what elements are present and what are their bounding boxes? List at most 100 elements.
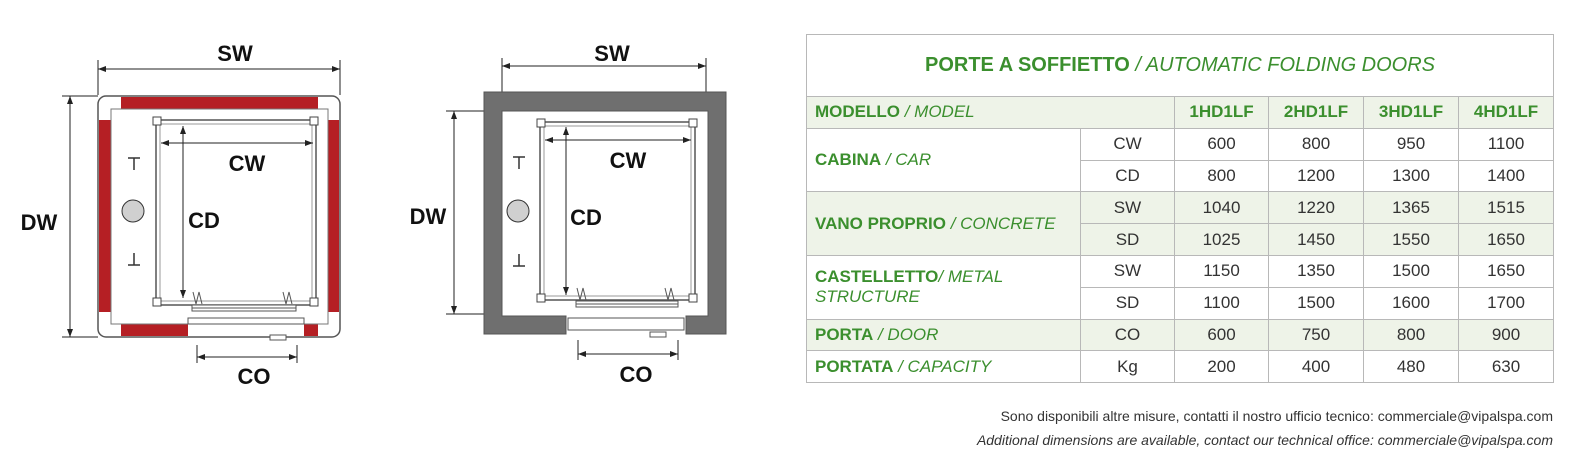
control-panel-icon [506, 199, 530, 223]
row-group-label: PORTATA / CAPACITY [806, 350, 1081, 384]
wall-panel-top [121, 97, 318, 109]
table-cell: 1550 [1363, 223, 1459, 256]
table-cell: 1500 [1268, 286, 1364, 320]
label-sw: SW [594, 41, 630, 66]
header-label-sub: / MODEL [900, 102, 975, 122]
control-panel-icon [121, 199, 145, 223]
table-cell: 1100 [1457, 127, 1555, 161]
table-cell: 1040 [1174, 191, 1269, 225]
spec-table-container: PORTE A SOFFIETTO / AUTOMATIC FOLDING DO… [805, 34, 1555, 384]
dimension-co: CO [577, 340, 679, 387]
row-group-label-sub: / CAPACITY [893, 356, 992, 376]
row-group-label-sub: / DOOR [873, 324, 939, 344]
dimension-dw: DW [410, 110, 500, 315]
table-cell: 630 [1457, 350, 1555, 384]
table-cell: 950 [1363, 127, 1459, 161]
row-unit: SW [1080, 254, 1175, 288]
model-header: 3HD1LF [1363, 96, 1459, 129]
row-unit: CW [1080, 127, 1175, 161]
wall-panel-bottom-left [121, 324, 188, 336]
dimension-cd: CD [180, 126, 220, 298]
row-group-label-main: VANO PROPRIO [815, 213, 946, 233]
table-title-main: PORTE A SOFFIETTO [924, 54, 1130, 76]
row-group-label-sub: / CAR [881, 150, 932, 170]
table-cell: 900 [1457, 318, 1555, 352]
label-dw: DW [410, 204, 447, 229]
label-co: CO [620, 362, 653, 387]
dimension-sw: SW [97, 41, 341, 95]
row-group-label-main: CABINA [815, 150, 882, 170]
table-cell: 800 [1363, 318, 1459, 352]
row-unit: CO [1080, 318, 1175, 352]
table-cell: 1220 [1268, 191, 1364, 225]
table-cell: 200 [1174, 350, 1269, 384]
row-group-label: VANO PROPRIO / CONCRETE [806, 191, 1081, 256]
table-cell: 1600 [1363, 286, 1459, 320]
label-dw: DW [21, 210, 58, 235]
label-co: CO [238, 364, 271, 389]
row-unit: SD [1080, 223, 1175, 256]
row-unit: CD [1080, 159, 1175, 193]
dimension-cd: CD [563, 127, 602, 295]
handrail-icon [128, 157, 140, 266]
label-cw: CW [229, 151, 266, 176]
footnote-italian: Sono disponibili altre misure, contatti … [1000, 408, 1553, 424]
wall-panel-left [99, 120, 111, 312]
table-cell: 1650 [1457, 223, 1555, 256]
header-label: MODELLO / MODEL [806, 96, 1175, 129]
table-cell: 400 [1268, 350, 1364, 384]
label-cd: CD [570, 205, 602, 230]
table-title: PORTE A SOFFIETTO / AUTOMATIC FOLDING DO… [805, 34, 1555, 97]
folding-door [567, 287, 685, 338]
car-outline [539, 121, 696, 301]
handrail-icon [513, 156, 525, 267]
table-cell: 600 [1174, 127, 1269, 161]
model-header: 2HD1LF [1268, 96, 1364, 129]
table-cell: 800 [1174, 159, 1269, 193]
table-cell: 480 [1363, 350, 1459, 384]
row-unit: SD [1080, 286, 1175, 320]
concrete-wall [483, 91, 727, 335]
label-cw: CW [610, 148, 647, 173]
model-header: 1HD1LF [1174, 96, 1269, 129]
header-label-main: MODELLO [815, 102, 900, 122]
spec-table: PORTE A SOFFIETTO / AUTOMATIC FOLDING DO… [805, 34, 1555, 384]
row-group-label-sub: / METAL STRUCTURE [815, 267, 1003, 307]
label-cd: CD [188, 208, 220, 233]
dimension-cw: CW [545, 137, 691, 173]
shaft-frame [97, 95, 341, 338]
footnotes: Sono disponibili altre misure, contatti … [977, 404, 1553, 452]
table-cell: 600 [1174, 318, 1269, 352]
table-cell: 800 [1268, 127, 1364, 161]
plan-drawing-concrete: SW DW CW CD [410, 41, 727, 387]
table-cell: 750 [1268, 318, 1364, 352]
row-unit: Kg [1080, 350, 1175, 384]
table-cell: 1200 [1268, 159, 1364, 193]
wall-panel-bottom-right [304, 324, 318, 336]
label-sw: SW [217, 41, 253, 66]
row-group-label-sub: / CONCRETE [945, 213, 1056, 233]
table-cell: 1500 [1363, 254, 1459, 288]
row-unit: SW [1080, 191, 1175, 225]
table-cell: 1100 [1174, 286, 1269, 320]
row-group-label: CABINA / CAR [806, 127, 1081, 193]
row-group-label-main: CASTELLETTO [815, 267, 939, 287]
dimension-cw: CW [161, 140, 313, 176]
row-group-label-main: PORTATA [815, 356, 894, 376]
table-cell: 1025 [1174, 223, 1269, 256]
table-cell: 1365 [1363, 191, 1459, 225]
table-cell: 1350 [1268, 254, 1364, 288]
model-header: 4HD1LF [1457, 96, 1555, 129]
table-cell: 1700 [1457, 286, 1555, 320]
dimension-dw: DW [21, 95, 98, 338]
table-header-row: MODELLO / MODEL 1HD1LF 2HD1LF 3HD1LF 4HD… [806, 96, 1555, 129]
table-cell: 1450 [1268, 223, 1364, 256]
table-title-sub: / AUTOMATIC FOLDING DOORS [1135, 54, 1436, 76]
